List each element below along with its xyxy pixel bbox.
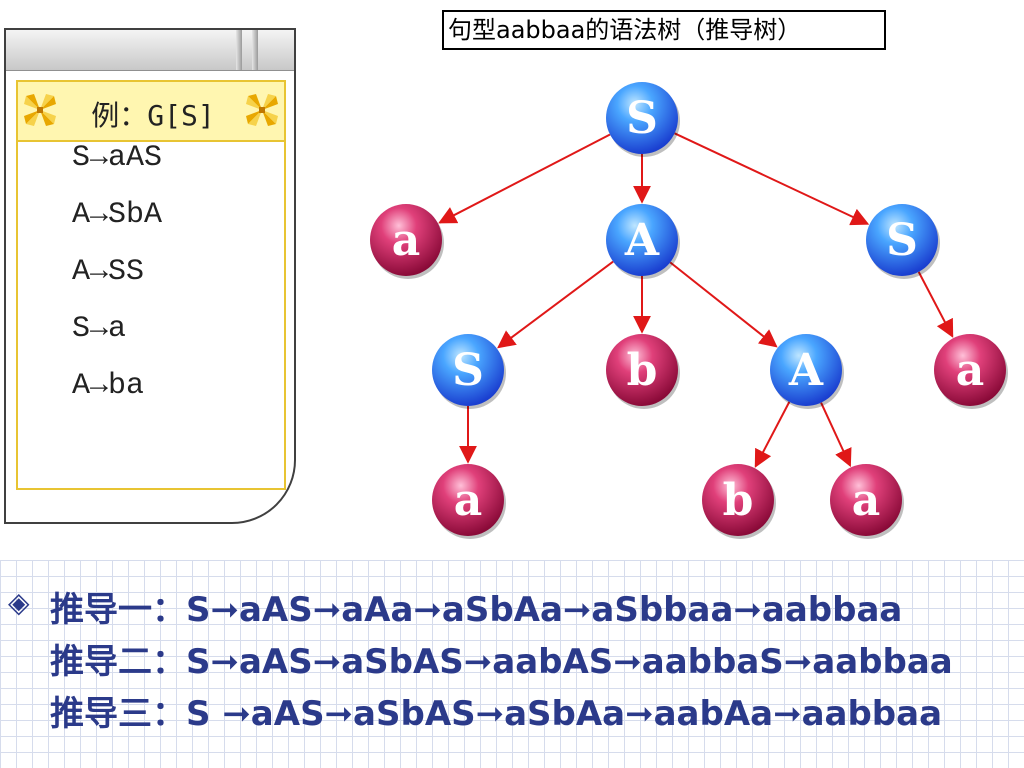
tree-edges [438,132,954,468]
terminal-node: a [432,464,506,539]
node-label: a [852,475,881,526]
tree-edge [820,402,852,468]
panel-titlebar [6,30,294,71]
ornament-cross-icon [246,94,278,126]
node-label: S [886,215,918,266]
tree-edge [669,261,778,348]
terminal-node: b [606,334,680,409]
grammar-rule: A→ba [72,369,145,403]
terminal-node: a [830,464,904,539]
node-label: S [626,93,658,144]
titlebar-grip [236,30,242,70]
derivation-line: 推导二：S➞aAS➞aSbAS➞aabAS➞aabbaS➞aabbaa [50,642,953,682]
tree-edge [438,133,611,224]
node-label: a [392,215,421,266]
node-label: a [454,475,483,526]
grammar-rule: A→SbA [72,198,163,232]
node-label: A [788,345,824,396]
nonterminal-node: A [770,334,844,409]
tree-edge [674,132,870,226]
node-label: b [723,475,754,526]
grammar-rule: S→aAS [72,141,163,175]
grammar-rule: A→SS [72,255,145,289]
nonterminal-node: S [866,204,940,279]
ornament-cross-icon [24,94,56,126]
nonterminal-node: S [432,334,506,409]
node-label: A [624,215,660,266]
diamond-bullet-icon: ◈ [8,586,30,619]
titlebar-grip [252,30,258,70]
terminal-node: a [370,204,444,279]
derivation-line: 推导一：S➞aAS➞aAa➞aSbAa➞aSbbaa➞aabbaa [50,590,903,630]
nonterminal-node: S [606,82,680,157]
tree-edge [754,401,791,468]
terminal-node: b [702,464,776,539]
grammar-box-header: 例：G[S] [18,82,284,142]
tree-edge [496,260,614,349]
node-label: S [452,345,484,396]
grammar-rules: S→aAS A→SbA A→SS S→a A→ba [72,130,162,415]
nonterminal-node: A [606,204,680,279]
terminal-node: a [934,334,1008,409]
tree-edge [917,271,954,338]
grammar-title: 例：G[S] [91,99,215,132]
grammar-rule: S→a [72,312,127,346]
node-label: a [956,345,985,396]
grammar-box: 例：G[S] [16,80,286,490]
node-label: b [627,345,658,396]
tree-title: 句型aabbaa的语法树（推导树） [442,10,886,50]
grammar-panel: 例：G[S] [4,28,296,524]
derivation-line: 推导三：S ➞aAS➞aSbAS➞aSbAa➞aabAa➞aabbaa [50,694,943,734]
